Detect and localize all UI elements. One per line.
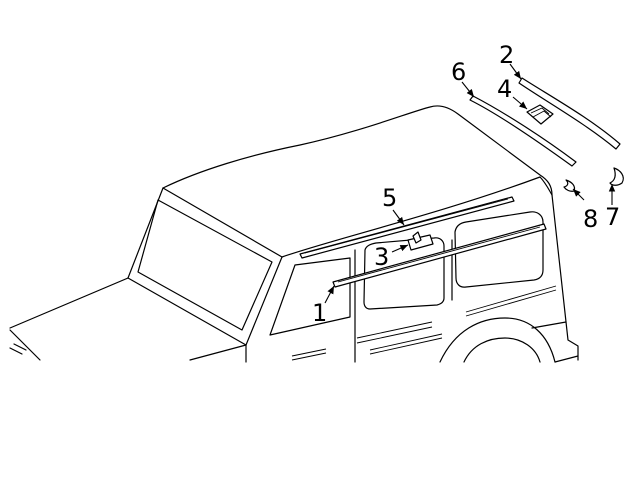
part-2-upper-molding: [518, 77, 621, 150]
part-6-upper-molding: [469, 95, 577, 167]
part-4-clip: [526, 104, 554, 125]
callout-6: 6: [451, 58, 466, 86]
leader-lines: [324, 63, 616, 304]
part-5-drip-molding: [299, 196, 515, 259]
part-7-end-cap: [609, 167, 624, 186]
callout-4: 4: [497, 75, 512, 103]
part-8-end-cap: [563, 179, 576, 192]
callout-3: 3: [374, 243, 389, 271]
vehicle-outline: [9, 105, 579, 363]
part-1-rail-molding: [332, 223, 547, 288]
callout-5: 5: [382, 184, 397, 212]
callout-2: 2: [499, 41, 514, 69]
callout-8: 8: [583, 205, 598, 233]
part-3-clip: [407, 231, 434, 251]
callout-labels: 1 2 3 4 5 6 7 8: [312, 41, 620, 327]
callout-7: 7: [605, 203, 620, 231]
callout-1: 1: [312, 299, 327, 327]
